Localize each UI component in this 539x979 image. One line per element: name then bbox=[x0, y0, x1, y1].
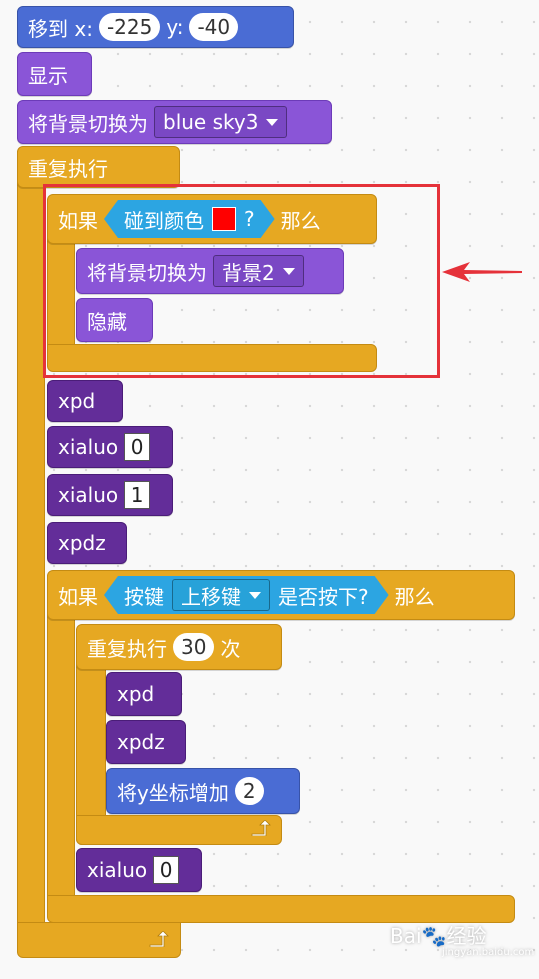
if-2-then: 那么 bbox=[394, 584, 435, 609]
arrow-left-icon bbox=[442, 262, 522, 282]
chevron-down-icon bbox=[249, 592, 261, 599]
xialuo-2-label: xialuo bbox=[58, 483, 119, 507]
xpd-block[interactable]: xpd bbox=[47, 380, 123, 422]
show-block[interactable]: 显示 bbox=[17, 52, 92, 96]
watermark-brand: Bai bbox=[390, 924, 422, 948]
xpdz-block-2[interactable]: xpdz bbox=[106, 720, 186, 764]
switch-backdrop-block[interactable]: 将背景切换为 blue sky3 bbox=[17, 100, 332, 144]
xpdz-2-label: xpdz bbox=[117, 730, 165, 754]
loop-arrow-icon bbox=[251, 820, 271, 836]
forever-label: 重复执行 bbox=[28, 156, 108, 181]
if-2-label: 如果 bbox=[58, 584, 98, 609]
goto-x-input[interactable]: -225 bbox=[98, 13, 161, 41]
if-1-then: 那么 bbox=[280, 208, 321, 233]
if-2-arm bbox=[47, 575, 75, 915]
xialuo-1-input[interactable]: 0 bbox=[124, 433, 151, 461]
goto-xy-block[interactable]: 移到 x: -225 y: -40 bbox=[17, 6, 294, 48]
backdrop-dropdown[interactable]: blue sky3 bbox=[154, 106, 288, 138]
show-label: 显示 bbox=[28, 63, 68, 88]
baidu-watermark: Bai🐾经验 jingyan.baidu.com bbox=[390, 920, 534, 958]
repeat-times-input[interactable]: 30 bbox=[173, 633, 215, 661]
chevron-down-icon bbox=[282, 267, 295, 275]
forever-arm bbox=[17, 150, 45, 930]
backdrop-2-dropdown[interactable]: 背景2 bbox=[213, 255, 304, 287]
xpd-label: xpd bbox=[58, 389, 96, 413]
repeat-label: 重复执行 bbox=[87, 636, 167, 661]
goto-y-input[interactable]: -40 bbox=[189, 13, 239, 41]
touching-color-label: 碰到颜色 bbox=[124, 208, 204, 233]
switch-backdrop-label: 将背景切换为 bbox=[28, 111, 148, 136]
if-touching-color-block[interactable]: 如果 碰到颜色 ? 那么 bbox=[47, 194, 377, 244]
hide-label: 隐藏 bbox=[87, 309, 127, 334]
backdrop-dropdown-value: blue sky3 bbox=[163, 110, 259, 134]
chevron-down-icon bbox=[266, 118, 279, 126]
key-dropdown[interactable]: 上移键 bbox=[172, 579, 270, 611]
touching-color-question: ? bbox=[244, 207, 255, 231]
xpd-2-label: xpd bbox=[117, 682, 155, 706]
xialuo-block-1[interactable]: xialuo 0 bbox=[47, 426, 173, 468]
watermark-url: jingyan.baidu.com bbox=[442, 947, 535, 958]
xialuo-block-2[interactable]: xialuo 1 bbox=[47, 474, 173, 516]
if-2-bottom-arm bbox=[47, 895, 515, 923]
xialuo-2-input[interactable]: 1 bbox=[124, 481, 151, 509]
change-y-input[interactable]: 2 bbox=[234, 777, 264, 805]
switch-backdrop-2-block[interactable]: 将背景切换为 背景2 bbox=[76, 248, 344, 294]
key-pressed-condition[interactable]: 按键 上移键 是否按下? bbox=[104, 576, 389, 614]
goto-label: 移到 x: bbox=[28, 16, 93, 41]
key-pressed-question: 是否按下? bbox=[278, 584, 369, 609]
xpdz-label: xpdz bbox=[58, 531, 106, 555]
loop-arrow-icon bbox=[149, 931, 169, 947]
repeat-block[interactable]: 重复执行 30 次 bbox=[76, 624, 282, 670]
if-1-label: 如果 bbox=[58, 208, 98, 233]
if-1-bottom-arm bbox=[47, 344, 377, 372]
change-y-label: 将y坐标增加 bbox=[117, 780, 229, 805]
xpdz-block[interactable]: xpdz bbox=[47, 522, 127, 564]
backdrop-2-dropdown-value: 背景2 bbox=[222, 260, 275, 285]
if-key-pressed-block[interactable]: 如果 按键 上移键 是否按下? 那么 bbox=[47, 570, 515, 620]
touching-color-condition[interactable]: 碰到颜色 ? bbox=[104, 200, 275, 238]
forever-block[interactable]: 重复执行 bbox=[17, 146, 180, 188]
paw-icon: 🐾 bbox=[421, 924, 447, 948]
key-dropdown-value: 上移键 bbox=[181, 584, 241, 609]
xialuo-3-input[interactable]: 0 bbox=[153, 856, 180, 884]
highlight-box bbox=[43, 184, 440, 378]
repeat-bottom-arm bbox=[76, 815, 282, 845]
xialuo-1-label: xialuo bbox=[58, 435, 119, 459]
switch-backdrop-2-label: 将背景切换为 bbox=[87, 260, 207, 285]
watermark-suffix: 经验 bbox=[446, 924, 487, 948]
xpd-block-2[interactable]: xpd bbox=[106, 672, 182, 716]
repeat-suffix: 次 bbox=[220, 636, 241, 661]
goto-y-label: y: bbox=[166, 15, 184, 39]
change-y-block[interactable]: 将y坐标增加 2 bbox=[106, 768, 300, 814]
xialuo-block-3[interactable]: xialuo 0 bbox=[76, 848, 202, 892]
xialuo-3-label: xialuo bbox=[87, 858, 148, 882]
key-pressed-label: 按键 bbox=[124, 584, 164, 609]
hide-block[interactable]: 隐藏 bbox=[76, 298, 153, 342]
color-swatch[interactable] bbox=[212, 207, 236, 231]
